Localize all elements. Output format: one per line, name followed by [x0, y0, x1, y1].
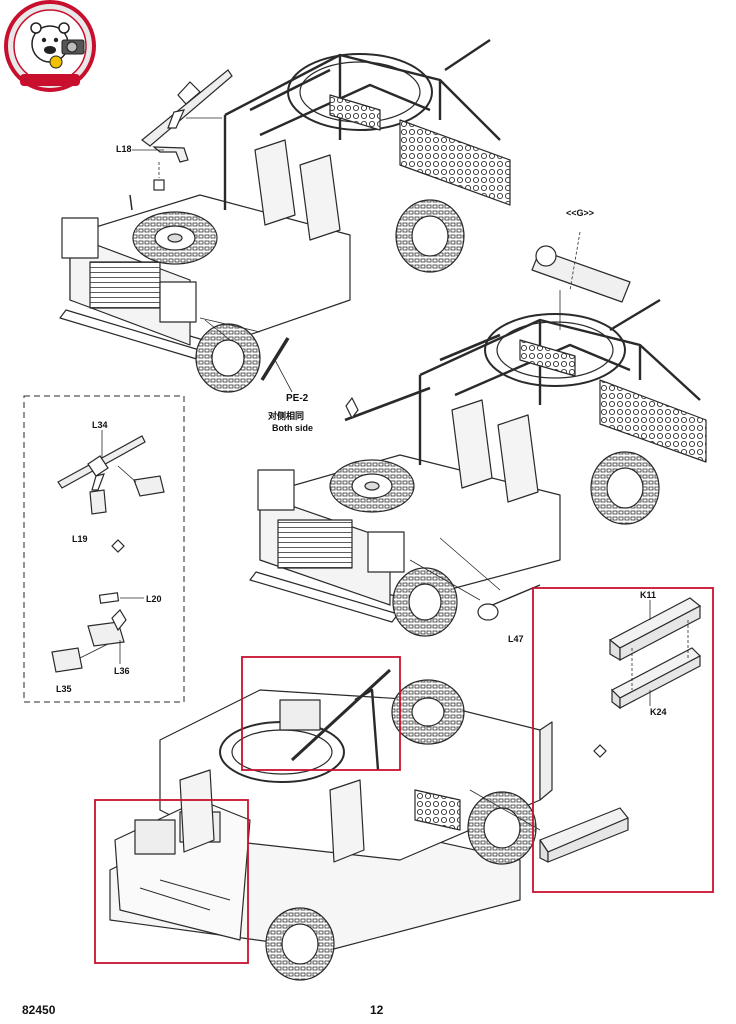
kit-number: 82450 — [22, 1003, 56, 1017]
blog-logo — [4, 0, 96, 92]
vehicle-top-view — [59, 39, 511, 393]
vehicle-middle-view — [249, 231, 707, 637]
label-pe2-note-en: Both side — [272, 423, 314, 433]
label-l35: L35 — [56, 684, 72, 694]
pe2-leaders — [199, 317, 293, 393]
l18-rifle-assembly — [132, 69, 233, 191]
inset-parts — [51, 430, 165, 673]
label-l36: L36 — [114, 666, 130, 676]
page-number: 12 — [370, 1003, 384, 1017]
label-g-marker: <<G>> — [566, 208, 595, 218]
label-k11: K11 — [640, 590, 657, 600]
label-l19: L19 — [72, 534, 88, 544]
label-l20: L20 — [146, 594, 162, 604]
label-l34: L34 — [92, 420, 108, 430]
inset-dashed-box — [23, 395, 185, 703]
label-pe2: PE-2 — [286, 393, 309, 404]
label-k24: K24 — [650, 707, 667, 717]
highlight-rear-bar-box — [532, 587, 714, 893]
label-pe2-note-cn: 对侧相同 — [268, 411, 305, 421]
label-l47: L47 — [508, 634, 524, 644]
highlight-turret-box — [241, 656, 401, 771]
label-l18: L18 — [116, 144, 132, 154]
highlight-boxes — [94, 587, 714, 964]
highlight-cargo-box — [94, 799, 249, 964]
k11-k24-parts — [593, 597, 702, 758]
vehicle-bottom-view — [109, 668, 629, 981]
